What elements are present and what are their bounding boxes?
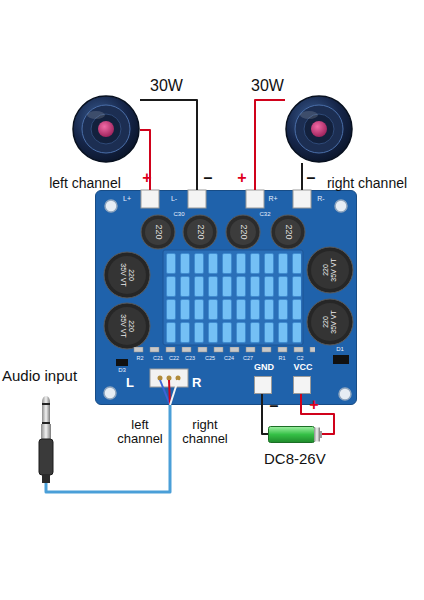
board-label: left channel	[49, 176, 121, 191]
board-label: C2	[296, 355, 303, 361]
polarity-mark: –	[307, 169, 316, 187]
battery-icon	[268, 426, 322, 443]
board-label: right channel	[176, 418, 234, 447]
node-text: L	[126, 376, 134, 390]
board-label: C30	[173, 211, 184, 218]
node-text: R	[192, 376, 201, 390]
polarity-mark: +	[237, 169, 246, 187]
board-label: R+	[268, 195, 277, 203]
battery: DC8-26V	[268, 426, 322, 443]
node-text: 30W	[150, 77, 183, 95]
polarity-mark: +	[142, 169, 151, 187]
board-label: C32	[259, 211, 270, 218]
speaker: 30W	[72, 95, 140, 163]
audio-jack: Audio input	[36, 395, 56, 483]
vcc-terminal: VCC	[293, 376, 311, 394]
board-label: C25	[205, 355, 215, 361]
amplifier-board: L R GND VCC	[95, 190, 357, 405]
node-text: VCC	[293, 363, 312, 373]
wire	[255, 100, 285, 190]
board-label: C21	[153, 355, 163, 361]
board-label: L+	[123, 195, 131, 203]
node-text: Audio input	[2, 368, 77, 385]
board-label: 220	[195, 224, 205, 239]
board-label: 220	[153, 224, 163, 239]
polarity-mark: +	[309, 396, 318, 414]
board-label: R2	[136, 355, 143, 361]
board-label: 220 35V VT	[322, 258, 337, 282]
board-label: C22	[169, 355, 179, 361]
board-label: 220 35V VT	[119, 314, 134, 338]
board-label: left channel	[112, 418, 168, 447]
speaker-icon	[72, 95, 140, 163]
board-label: D3	[118, 367, 126, 374]
board-label: R-	[317, 195, 324, 203]
wire	[140, 100, 197, 190]
board-label: L-	[171, 195, 177, 203]
node-text: GND	[254, 363, 274, 373]
node-text: 30W	[251, 77, 284, 95]
polarity-mark: –	[270, 397, 279, 415]
polarity-mark: –	[204, 169, 213, 187]
board-label: D1	[336, 346, 344, 353]
board-label: R1	[278, 355, 285, 361]
board-label: C24	[224, 355, 234, 361]
board-label: 220 35V VT	[322, 310, 337, 334]
board-label: C27	[243, 355, 253, 361]
node-text: DC8-26V	[264, 451, 326, 468]
speaker-icon	[285, 95, 353, 163]
wire	[46, 405, 170, 492]
board-label: C23	[185, 355, 195, 361]
board-label: 220 35V VT	[119, 263, 134, 287]
gnd-terminal: GND	[254, 376, 272, 394]
jack-icon	[36, 395, 56, 483]
wire	[301, 163, 303, 190]
board-label: right channel	[327, 176, 407, 191]
board-label: 220	[283, 224, 293, 239]
speaker: 30W	[285, 95, 353, 163]
board-label: 220	[238, 224, 248, 239]
